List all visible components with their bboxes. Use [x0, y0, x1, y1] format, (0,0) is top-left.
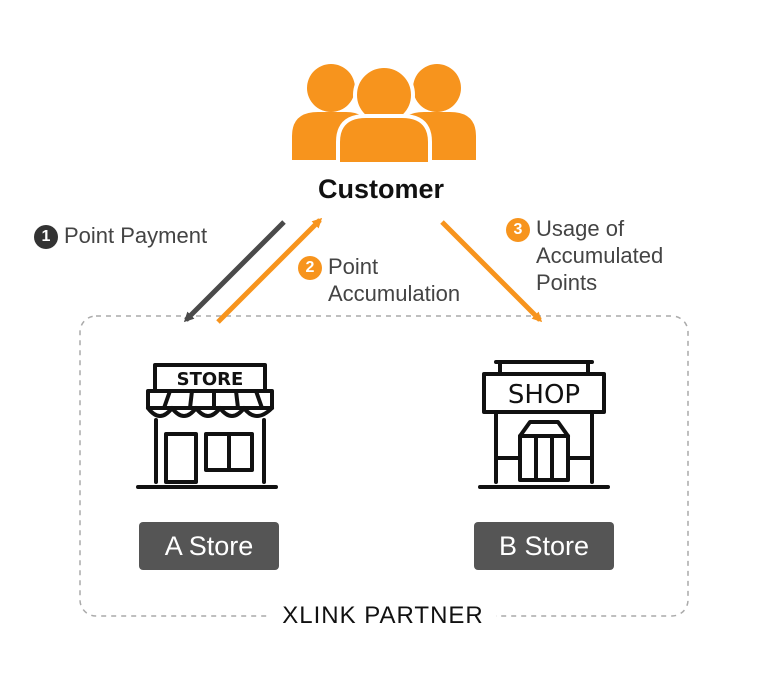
arrow-point-payment [183, 220, 286, 323]
step-3-badge: 3 [506, 218, 530, 242]
shop-sign-text: SHOP [508, 380, 580, 410]
partner-container [79, 315, 689, 617]
step-2-line-2: Accumulation [328, 281, 461, 306]
store-sign-text: STORE [177, 369, 244, 390]
arrow-usage-of-points [440, 220, 543, 323]
partner-label: XLINK PARTNER [270, 602, 496, 630]
customer-label: Customer [318, 174, 445, 204]
shop-icon [478, 360, 610, 489]
step-2-badge: 2 [298, 256, 322, 280]
step-3-line-2: Accumulated [536, 243, 664, 268]
people-group-icon [292, 64, 476, 166]
step-3-line-1: Usage of [536, 216, 625, 241]
step-1-badge: 1 [34, 225, 58, 249]
store-icon [136, 363, 278, 489]
step-3-line-3: Points [536, 270, 598, 295]
step-1-text: Point Payment [64, 223, 208, 248]
step-2-line-1: Point [328, 254, 379, 279]
a-store-label: A Store [139, 522, 279, 570]
arrow-point-accumulation [216, 217, 323, 324]
b-store-label: B Store [474, 522, 614, 570]
